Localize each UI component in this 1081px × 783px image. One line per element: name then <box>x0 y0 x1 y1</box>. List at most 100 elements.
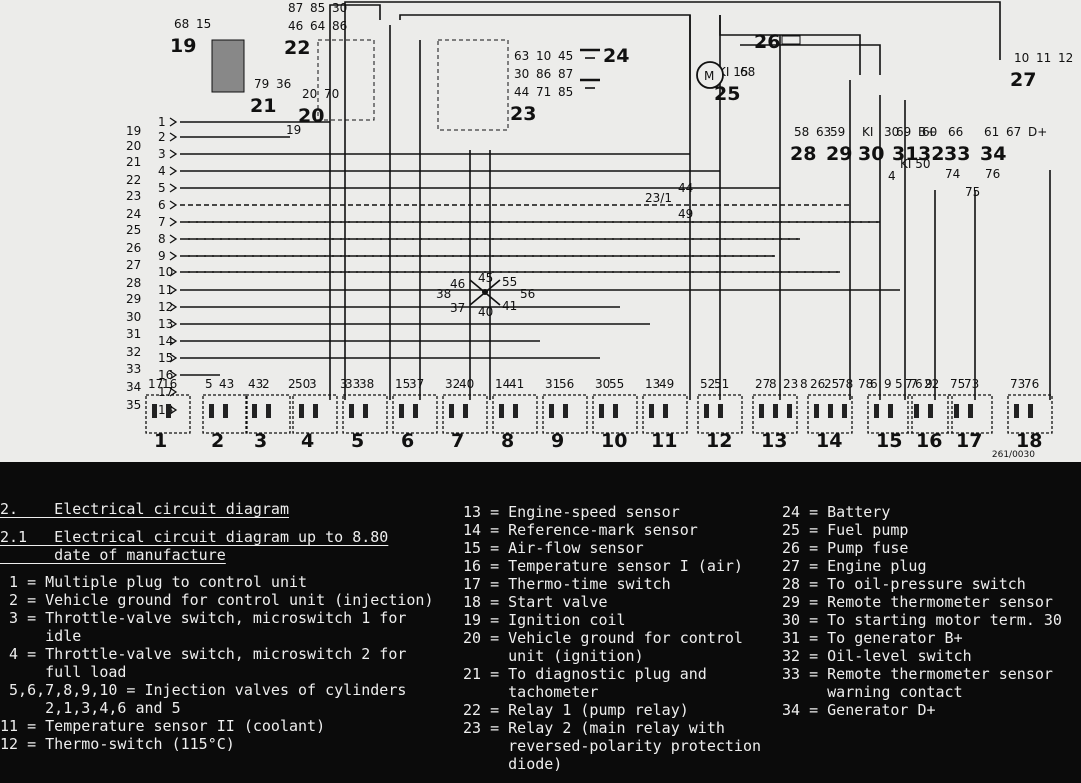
top-component-pin-label: 85 <box>558 85 573 99</box>
misc-wire-label: 3 <box>340 377 348 391</box>
legend-entry: 30 = To starting motor term. 30 <box>782 611 1062 629</box>
top-component-pin-label: 87 <box>558 67 573 81</box>
legend-entry: 28 = To oil-pressure switch <box>782 575 1026 593</box>
top-component-pin-label: 46 <box>288 19 303 33</box>
plug-pin <box>169 405 178 415</box>
diagram-reference-code: 261/0030 <box>991 450 1035 460</box>
component-pin-label: 15 <box>395 377 410 391</box>
wire <box>344 1 1001 60</box>
legend-entry: 33 = Remote thermometer sensor <box>782 665 1053 683</box>
component-pin-label: 22 <box>924 377 939 391</box>
misc-wire-label: 45 <box>478 271 493 285</box>
top-component-pin-label: 70 <box>324 87 339 101</box>
misc-wire-label: 75 <box>965 185 980 199</box>
misc-wire-label: 76 <box>985 167 1000 181</box>
component-pin-label: 56 <box>559 377 574 391</box>
top-component-pin-label: 63 <box>816 125 831 139</box>
plug-pin-label: 16 <box>158 368 173 382</box>
component-pin-label: 76 <box>1024 377 1039 391</box>
misc-wire-label: 41 <box>502 299 517 313</box>
misc-wire-label: 40 <box>478 305 493 319</box>
component-terminal <box>663 404 668 418</box>
wire <box>329 4 381 20</box>
component-box <box>697 394 743 434</box>
top-component-number: 29 <box>826 143 852 165</box>
component-terminal <box>209 404 214 418</box>
legend-entry: 29 = Remote thermometer sensor <box>782 593 1053 611</box>
component-terminal <box>968 404 973 418</box>
wire-number-label: 20 <box>126 139 141 153</box>
top-component-pin-label: 68 <box>174 17 189 31</box>
misc-wire-label: 74 <box>945 167 960 181</box>
component-box <box>947 394 993 434</box>
wire-number-label: 21 <box>126 155 141 169</box>
component-number: 16 <box>916 430 942 452</box>
legend-entry: 32 = Oil-level switch <box>782 647 972 665</box>
component-terminal <box>299 404 304 418</box>
legend-entry: 5,6,7,8,9,10 = Injection valves of cylin… <box>0 681 407 699</box>
component-pin-label: 43 <box>219 377 234 391</box>
pump-fuse <box>781 35 801 45</box>
top-component-number: 31 <box>892 143 918 165</box>
legend-entry: 27 = Engine plug <box>782 557 927 575</box>
misc-wire-label: 4 <box>888 169 896 183</box>
component-pin-label: 6 <box>870 377 878 391</box>
misc-wire-label: KI 50 <box>900 157 931 171</box>
component-terminal <box>787 404 792 418</box>
legend-entry: 22 = Relay 1 (pump relay) <box>463 701 689 719</box>
wire-number-label: 35 <box>126 398 141 412</box>
component-pin-label: 13 <box>645 377 660 391</box>
wire-number-label: 32 <box>126 345 141 359</box>
component-number: 5 <box>351 430 364 452</box>
plug-pin-label: 13 <box>158 317 173 331</box>
component-pin-label: 7 <box>910 377 918 391</box>
misc-wire-label: 9 <box>925 377 933 391</box>
relay-1-box <box>317 39 375 121</box>
component-pin-label: 31 <box>545 377 560 391</box>
legend-entry: 2,1,3,4,6 and 5 <box>0 699 181 717</box>
misc-wire-label: 37 <box>450 301 465 315</box>
legend-entry: 23 = Relay 2 (main relay with <box>463 719 725 737</box>
component-pin-label: 16 <box>162 377 177 391</box>
component-box <box>292 394 338 434</box>
component-box <box>492 394 538 434</box>
plug-pin-label: 6 <box>158 198 166 212</box>
component-number: 17 <box>956 430 982 452</box>
plug-pin-label: 12 <box>158 300 173 314</box>
plug-pin-label: 7 <box>158 215 166 229</box>
component-number: 11 <box>651 430 677 452</box>
component-pin-label: 49 <box>659 377 674 391</box>
component-pin-label: 8 <box>769 377 777 391</box>
component-terminal <box>814 404 819 418</box>
component-pin-label: 73 <box>964 377 979 391</box>
component-pin-label: 75 <box>950 377 965 391</box>
top-component-number: 28 <box>790 143 816 165</box>
component-box <box>145 394 191 434</box>
component-terminal <box>718 404 723 418</box>
top-component-pin-label: 58 <box>794 125 809 139</box>
component-number: 2 <box>211 430 224 452</box>
legend-entry: 13 = Engine-speed sensor <box>463 503 680 521</box>
plug-pin-label: 4 <box>158 164 166 178</box>
misc-wire-label: 23/1 <box>645 191 672 205</box>
wire-number-label: 30 <box>126 310 141 324</box>
top-component-pin-label: 69 <box>896 125 911 139</box>
component-pin-label: 23 <box>783 377 798 391</box>
wire-number-label: 25 <box>126 223 141 237</box>
component-terminal <box>363 404 368 418</box>
plug-pin-label: 11 <box>158 283 173 297</box>
component-box <box>202 394 248 434</box>
subsection-heading-date: date of manufacture <box>0 546 226 564</box>
component-pin-label: 17 <box>148 377 163 391</box>
component-terminal <box>252 404 257 418</box>
top-component-pin-label: 30 <box>332 1 347 15</box>
top-component-pin-label: 30 <box>884 125 899 139</box>
junction-dot <box>482 289 488 295</box>
component-box <box>642 394 688 434</box>
top-component-number: 21 <box>250 95 276 117</box>
top-component-number: 25 <box>714 83 740 105</box>
legend-entry: unit (ignition) <box>463 647 644 665</box>
component-pin-label: 43 <box>248 377 263 391</box>
legend-entry: 18 = Start valve <box>463 593 608 611</box>
